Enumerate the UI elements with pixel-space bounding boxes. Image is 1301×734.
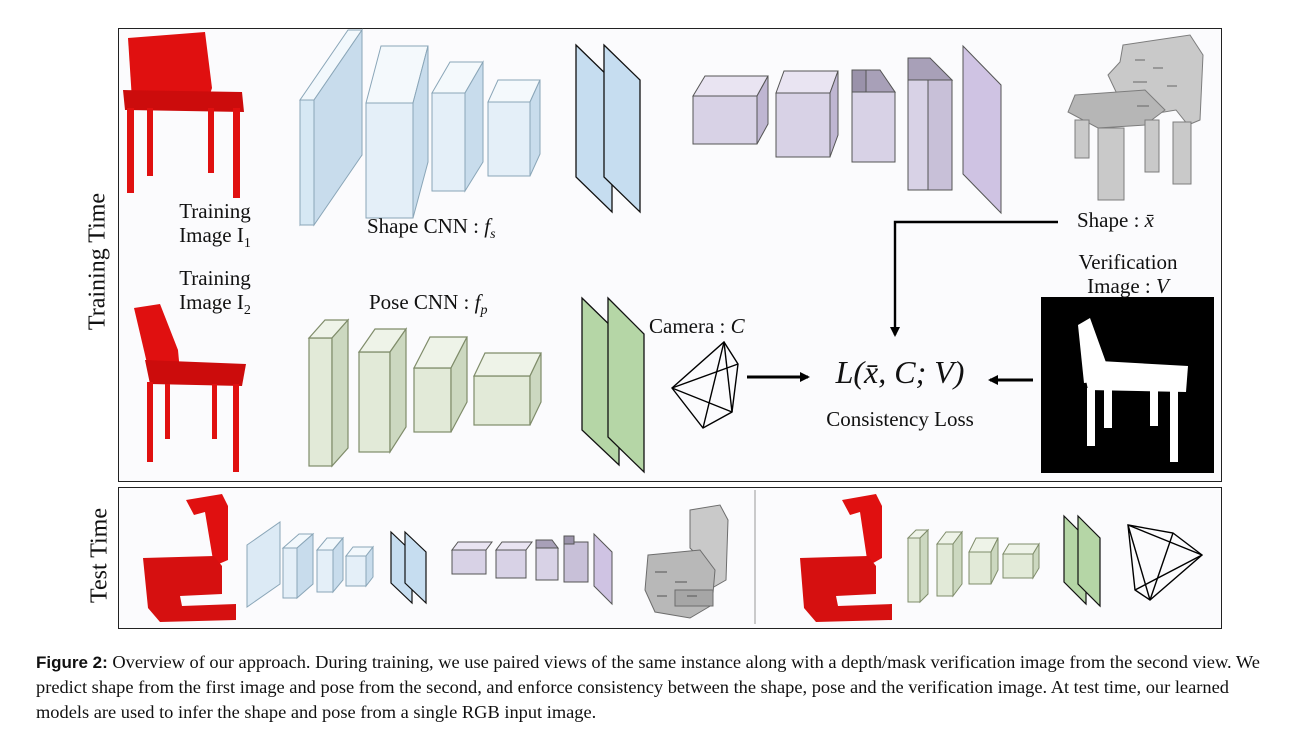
pose-cnn-layer-3: [413, 336, 468, 433]
training-time-label: Training Time: [84, 192, 111, 331]
training-chair-2-image: [134, 304, 246, 472]
shape-cnn-layer-1: [299, 28, 363, 227]
test-voxel-shape-image: [644, 504, 729, 619]
test-shape-decoder: [451, 532, 613, 606]
verification-image-label: Verification Image : V: [1078, 250, 1178, 298]
figure-caption-label: Figure 2:: [36, 653, 108, 672]
flow-arrows: [747, 220, 1058, 385]
consistency-loss-formula: L(x̄, C; V): [835, 354, 965, 390]
decoder-block-4: [907, 57, 954, 191]
shape-output-label: Shape : x̄: [1077, 208, 1154, 232]
shape-cnn-encoder: [299, 28, 541, 227]
camera-label: Camera : C: [649, 314, 745, 338]
pose-cnn-layer-2: [357, 327, 408, 455]
test-chair-1-image: [143, 494, 236, 622]
shape-cnn-layer-4: [487, 79, 541, 177]
figure-caption-text: Overview of our approach. During trainin…: [36, 652, 1260, 722]
pose-cnn-label: Pose CNN : fp: [369, 290, 488, 319]
pose-cnn-layer-1: [307, 318, 350, 468]
test-shape-bottleneck: [390, 530, 427, 605]
decoder-block-3: [851, 69, 896, 163]
test-shape-encoder: [246, 521, 375, 608]
test-chair-2-image: [800, 494, 892, 622]
shape-cnn-layer-2: [365, 45, 429, 219]
verification-image: [1041, 297, 1214, 473]
figure-caption: Figure 2: Overview of our approach. Duri…: [36, 650, 1276, 725]
test-pose-bottleneck: [1063, 514, 1101, 608]
training-image-2-label: Training Image I2: [179, 266, 251, 319]
camera-frustum-icon: [671, 340, 739, 429]
test-pose-encoder: [906, 528, 1040, 604]
pose-bottleneck: [581, 296, 645, 474]
shape-bottleneck: [575, 43, 641, 214]
shape-cnn-layer-3: [431, 60, 484, 193]
test-time-label: Test Time: [86, 508, 113, 604]
test-camera-frustum-icon: [1127, 524, 1204, 601]
shape-cnn-label: Shape CNN : fs: [367, 214, 496, 243]
decoder-block-5: [962, 44, 1002, 215]
voxel-shape-image: [1067, 34, 1204, 201]
training-chair-1-image: [123, 32, 244, 198]
shape-decoder: [692, 44, 1002, 215]
consistency-loss-label: Consistency Loss: [826, 407, 974, 431]
shape-to-loss-arrow: [890, 220, 1058, 337]
decoder-block-1: [692, 75, 769, 145]
training-image-1-label: Training Image I1: [179, 199, 251, 252]
decoder-block-2: [775, 70, 839, 158]
pose-cnn-encoder: [307, 318, 542, 468]
pose-cnn-layer-4: [473, 352, 542, 426]
